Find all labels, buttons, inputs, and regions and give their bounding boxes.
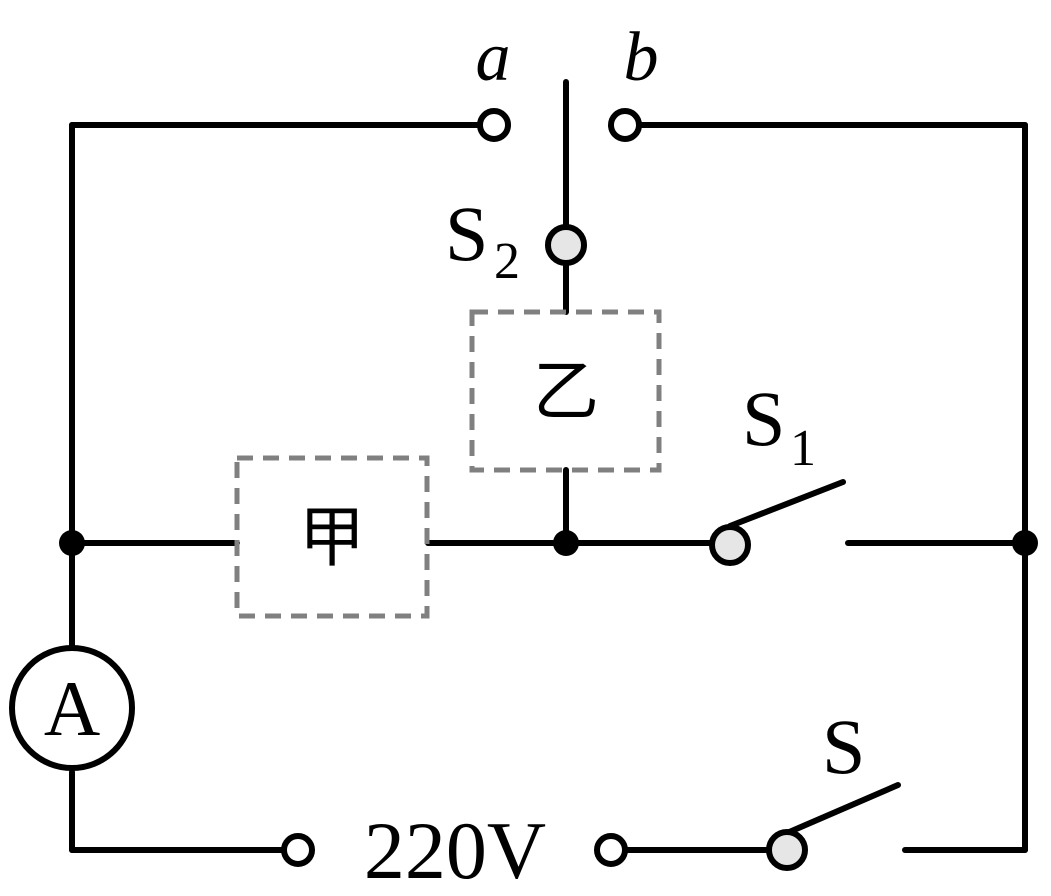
terminal-supply-left xyxy=(281,833,315,867)
supply-voltage-label: 220V xyxy=(364,805,546,896)
switch-s2-subscript: 2 xyxy=(494,233,520,290)
switch-s-arm xyxy=(784,782,901,836)
switch-s1-subscript: 1 xyxy=(790,420,816,477)
switch-s2-label: S xyxy=(445,190,488,277)
box-jia xyxy=(234,455,430,619)
switch-s-label: S xyxy=(822,703,865,790)
junction-right xyxy=(1012,530,1038,556)
switch-s-pivot xyxy=(766,829,808,871)
terminal-a-label: a xyxy=(476,19,511,96)
switch-s2-pivot xyxy=(545,224,587,266)
ammeter-label: A xyxy=(44,665,100,752)
terminal-a xyxy=(477,108,511,142)
switch-s1-pivot xyxy=(709,524,751,566)
switch-s1-arm xyxy=(727,479,846,529)
switch-s1-label: S xyxy=(742,375,785,462)
terminal-b-label: b xyxy=(624,19,659,96)
ammeter xyxy=(9,645,135,771)
terminal-b xyxy=(608,108,642,142)
box-yi-label: 乙 xyxy=(533,353,599,430)
box-yi xyxy=(469,309,662,473)
junction-center xyxy=(553,530,579,556)
junction-left xyxy=(59,530,85,556)
box-jia-label: 甲 xyxy=(299,499,365,576)
terminal-supply-right xyxy=(594,833,628,867)
